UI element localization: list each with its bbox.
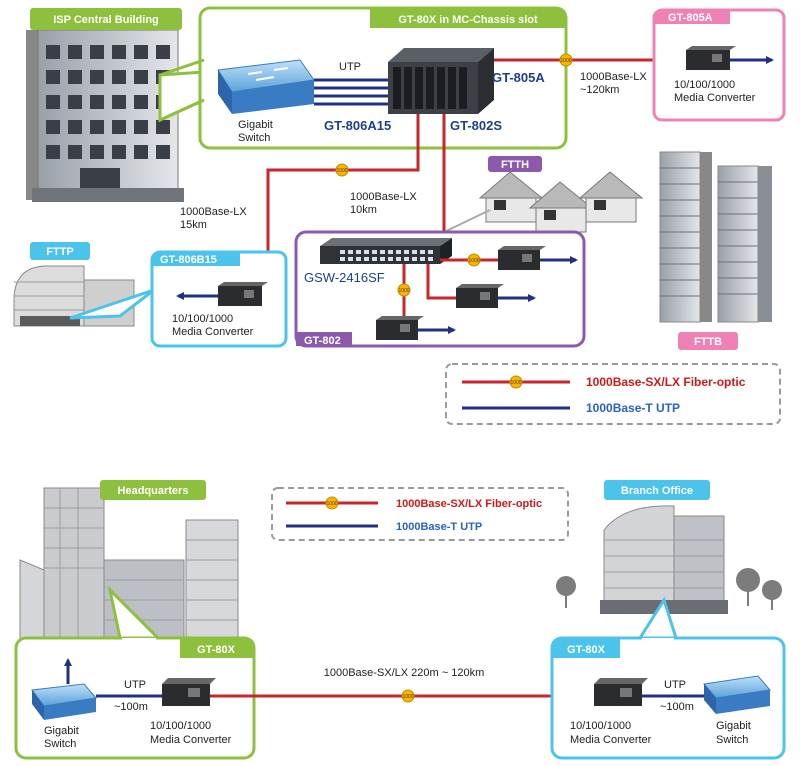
legend-top-fiber-badge: 1000 xyxy=(509,375,523,389)
legend-top-fiber: 1000Base-SX/LX Fiber-optic xyxy=(586,375,746,389)
media-converter-ftth-3-image xyxy=(376,316,424,340)
isp-label-box xyxy=(30,8,182,30)
ftth-pointer xyxy=(439,209,491,235)
legend-bottom-utp: 1000Base-T UTP xyxy=(396,521,482,533)
mc-806b-line1: 10/100/1000 xyxy=(172,313,233,325)
legend-top-utp: 1000Base-T UTP xyxy=(586,401,680,415)
right-mc-line1: 10/100/1000 xyxy=(570,720,631,732)
right-mc-line2: Media Converter xyxy=(570,734,652,746)
left-utp-line1: UTP xyxy=(124,679,146,691)
gt802-box-label: GT-802 xyxy=(304,335,341,347)
gt802s-label: GT-802S xyxy=(450,118,502,133)
svg-text:1000: 1000 xyxy=(398,288,409,294)
right-switch-line1: Gigabit xyxy=(716,720,751,732)
gsw-switch-image xyxy=(320,238,452,264)
fiber-badge-ftth-1: 1000 xyxy=(467,253,481,267)
media-converter-806b-image xyxy=(218,282,268,306)
branch-office-building-image xyxy=(556,505,782,614)
gt805a-chassis-label: GT-805A xyxy=(492,70,545,85)
chassis-label: GT-80X in MC-Chassis slot xyxy=(398,14,538,26)
media-converter-left-image xyxy=(162,678,216,706)
left-mc-line2: Media Converter xyxy=(150,734,232,746)
branch-label-box xyxy=(604,480,710,500)
gt80x-left-label: GT-80X xyxy=(197,644,236,656)
isp-building-image xyxy=(26,29,184,202)
fttp-label-box xyxy=(30,242,90,260)
lx120-line2: ~120km xyxy=(580,84,619,96)
ftth-houses-image xyxy=(478,171,644,233)
gsw-label: GSW-2416SF xyxy=(304,270,385,285)
fiber-badge-bottom: 1000 xyxy=(401,689,415,703)
lx15-line1: 1000Base-LX xyxy=(180,206,247,218)
gt806b15-callout xyxy=(69,288,155,320)
svg-text:1000: 1000 xyxy=(510,380,521,386)
fttp-building-image xyxy=(13,265,135,327)
mc-805a-line1: 10/100/1000 xyxy=(674,79,735,91)
isp-label: ISP Central Building xyxy=(53,14,159,26)
legend-bottom-fiber-badge: 1000 xyxy=(325,496,339,510)
ftth-label: FTTH xyxy=(501,159,529,171)
gt805a-box-label: GT-805A xyxy=(668,12,713,24)
fiber-badge-lx10: 1000 xyxy=(335,163,349,177)
mc-chassis-image xyxy=(388,48,494,114)
headquarters-label-box xyxy=(100,480,206,500)
mc-805a-line2: Media Converter xyxy=(674,92,756,104)
gigabit-switch-top-image xyxy=(217,59,315,114)
lx10-line2: 10km xyxy=(350,204,377,216)
left-switch-line2: Switch xyxy=(44,738,76,750)
fiber-badge-ftth-2: 1000 xyxy=(397,283,411,297)
right-utp-line2: ~100m xyxy=(660,701,694,713)
media-converter-805a-image xyxy=(686,46,736,70)
media-converter-ftth-2-image xyxy=(456,284,504,308)
legend-bottom-fiber: 1000Base-SX/LX Fiber-optic xyxy=(396,498,542,510)
branch-label: Branch Office xyxy=(621,485,693,497)
svg-text:1000: 1000 xyxy=(560,58,571,64)
media-converter-ftth-1-image xyxy=(498,246,546,270)
fttb-label-box xyxy=(678,332,738,350)
ftth-label-box xyxy=(488,156,542,172)
gt806a15-label: GT-806A15 xyxy=(324,118,391,133)
left-utp-line2: ~100m xyxy=(114,701,148,713)
left-mc-line1: 10/100/1000 xyxy=(150,720,211,732)
gt80x-right-label: GT-80X xyxy=(567,644,606,656)
right-utp-line1: UTP xyxy=(664,679,686,691)
fttp-label: FTTP xyxy=(46,246,74,258)
svg-text:1000: 1000 xyxy=(336,168,347,174)
gt806b15-label: GT-806B15 xyxy=(160,254,217,266)
fttb-label: FTTB xyxy=(694,336,722,348)
lx10-line1: 1000Base-LX xyxy=(350,191,417,203)
legend-top xyxy=(445,363,781,425)
utp-links-top xyxy=(314,78,388,106)
svg-text:1000: 1000 xyxy=(468,258,479,264)
lx120-line1: 1000Base-LX xyxy=(580,71,647,83)
gigabit-switch-top-line1: Gigabit xyxy=(238,119,273,131)
media-converter-right-image xyxy=(594,678,648,706)
svg-text:1000: 1000 xyxy=(326,501,337,507)
headquarters-label: Headquarters xyxy=(118,485,189,497)
svg-text:1000: 1000 xyxy=(402,694,413,700)
gigabit-switch-top-line2: Switch xyxy=(238,132,270,144)
right-switch-line2: Switch xyxy=(716,734,748,746)
gigabit-switch-right-image xyxy=(703,675,771,714)
bottom-link-label: 1000Base-SX/LX 220m ~ 120km xyxy=(324,667,485,679)
lx15-line2: 15km xyxy=(180,219,207,231)
fttb-building-image xyxy=(659,151,772,323)
mc-806b-line2: Media Converter xyxy=(172,326,254,338)
fiber-badge-805a: 1000 xyxy=(559,53,573,67)
utp-label-top: UTP xyxy=(339,61,361,73)
gigabit-switch-left-image xyxy=(31,683,97,720)
left-switch-line1: Gigabit xyxy=(44,725,79,737)
